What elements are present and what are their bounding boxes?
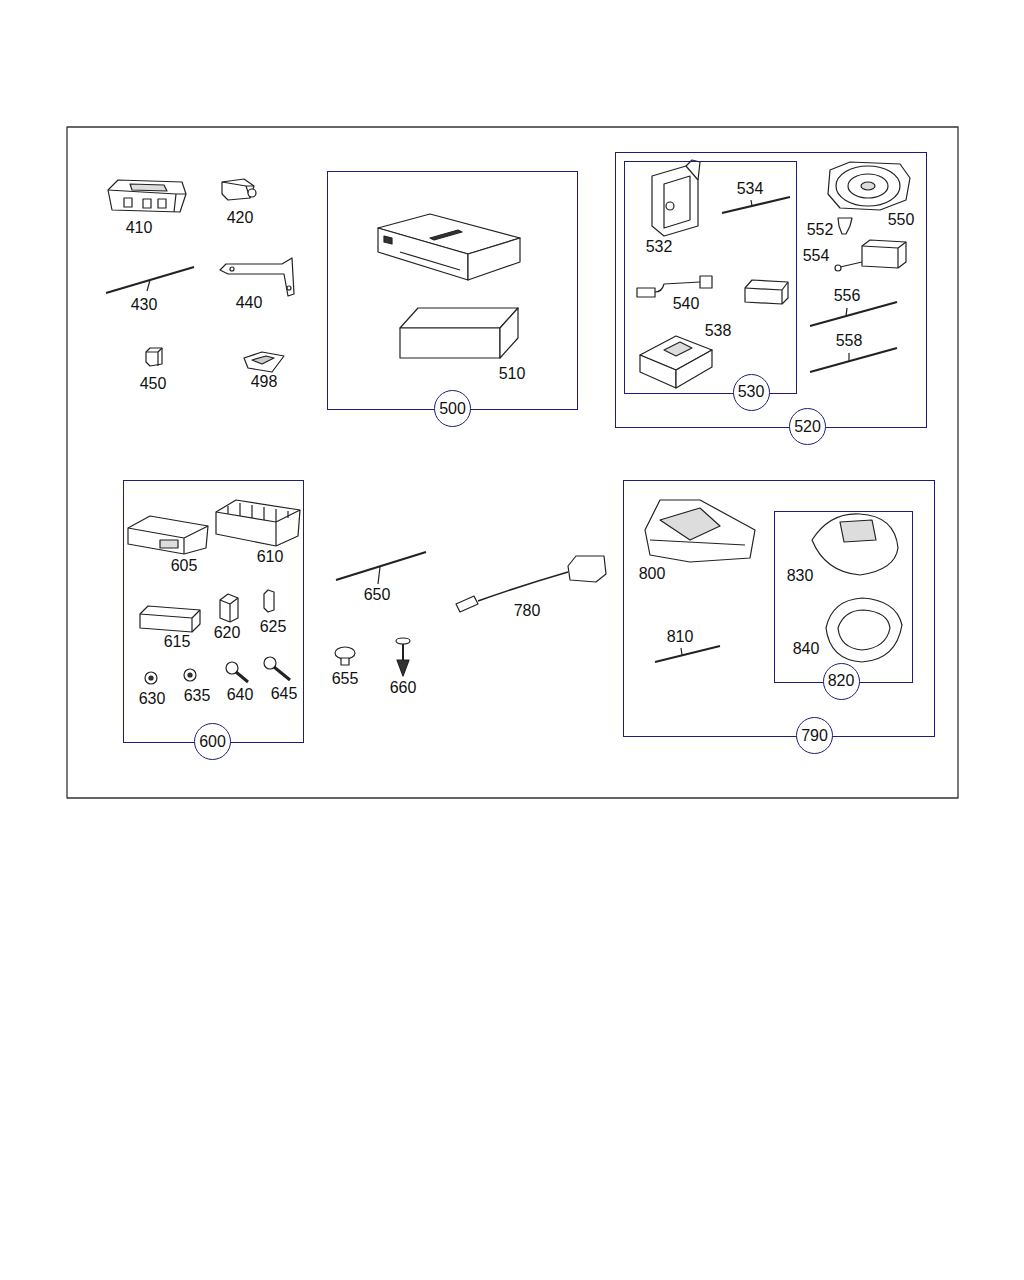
callout-circle: 530 (733, 374, 770, 411)
part-number: 610 (257, 548, 284, 566)
part-number: 830 (787, 567, 814, 585)
callout-circle: 820 (823, 663, 860, 700)
part-number: 534 (737, 180, 764, 198)
part-number: 625 (260, 618, 287, 636)
callout-number: 600 (199, 733, 226, 751)
group-frame: 790820 (623, 480, 935, 737)
part-number: 615 (164, 633, 191, 651)
part-number: 450 (140, 375, 167, 393)
part-number: 630 (139, 690, 166, 708)
part-number: 430 (131, 296, 158, 314)
part-number: 552 (807, 221, 834, 239)
callout-circle: 600 (194, 723, 231, 760)
part-number: 780 (514, 602, 541, 620)
part-number: 655 (332, 670, 359, 688)
callout-circle: 790 (796, 717, 833, 754)
callout-number: 500 (439, 400, 466, 418)
callout-number: 520 (794, 418, 821, 436)
part-number: 556 (834, 287, 861, 305)
part-number: 840 (793, 640, 820, 658)
part-number: 440 (236, 294, 263, 312)
callout-circle: 500 (434, 390, 471, 427)
part-number: 540 (673, 295, 700, 313)
part-number: 645 (271, 685, 298, 703)
part-number: 605 (171, 557, 198, 575)
part-number: 660 (390, 679, 417, 697)
part-number: 650 (364, 586, 391, 604)
part-number: 810 (667, 628, 694, 646)
part-number: 635 (184, 687, 211, 705)
part-number: 498 (251, 373, 278, 391)
part-number: 410 (126, 219, 153, 237)
part-number: 620 (214, 624, 241, 642)
part-number: 420 (227, 209, 254, 227)
callout-number: 820 (828, 672, 855, 690)
part-number: 538 (705, 322, 732, 340)
callout-number: 530 (738, 383, 765, 401)
part-number: 800 (639, 565, 666, 583)
callout-number: 790 (801, 727, 828, 745)
part-number: 640 (227, 686, 254, 704)
group-frame: 500 (327, 171, 578, 410)
part-number: 510 (499, 365, 526, 383)
group-frame: 520530 (615, 152, 927, 428)
group-frame: 530 (624, 161, 797, 394)
part-number: 558 (836, 332, 863, 350)
part-number: 532 (646, 238, 673, 256)
part-number: 550 (888, 211, 915, 229)
callout-circle: 520 (789, 408, 826, 445)
part-number: 554 (803, 247, 830, 265)
